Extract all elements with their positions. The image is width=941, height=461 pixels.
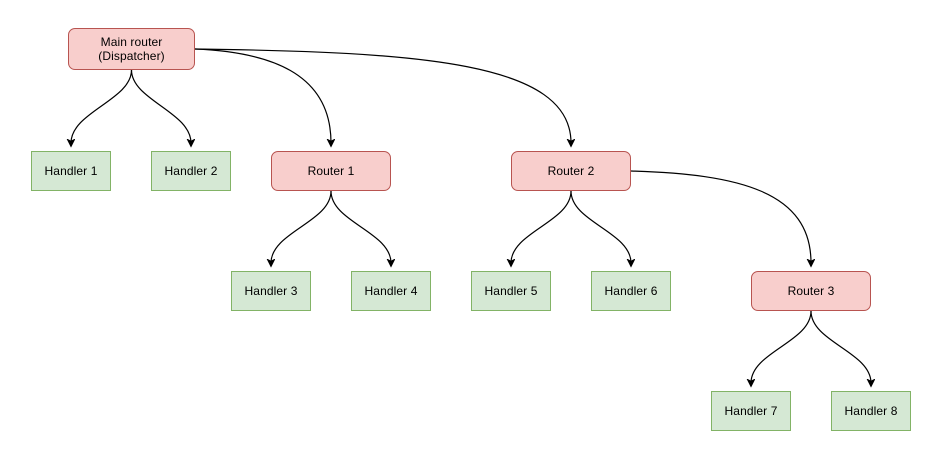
- node-router-3[interactable]: Router 3: [751, 271, 871, 311]
- node-label-handler-3: Handler 3: [244, 284, 298, 298]
- edge-main-to-handler-2: [130, 69, 192, 143]
- edges-group: [71, 48, 871, 383]
- node-label-router-1: Router 1: [307, 164, 355, 178]
- edge-router-2-to-handler-6: [570, 190, 631, 263]
- node-label-handler-5: Handler 5: [484, 284, 538, 298]
- node-handler-3[interactable]: Handler 3: [231, 271, 311, 311]
- node-label-handler-8: Handler 8: [844, 404, 898, 418]
- node-handler-5[interactable]: Handler 5: [471, 271, 551, 311]
- edge-router-3-to-handler-7: [751, 310, 812, 383]
- node-label-handler-7: Handler 7: [724, 404, 778, 418]
- edge-router-3-to-handler-8: [810, 310, 871, 383]
- node-label-handler-4: Handler 4: [364, 284, 418, 298]
- node-main-router[interactable]: Main router (Dispatcher): [68, 28, 195, 70]
- node-handler-2[interactable]: Handler 2: [151, 151, 231, 191]
- node-label-main-router: Main router (Dispatcher): [98, 35, 165, 63]
- edge-main-to-handler-1: [71, 69, 133, 143]
- node-label-handler-6: Handler 6: [604, 284, 658, 298]
- node-label-router-2: Router 2: [547, 164, 595, 178]
- node-handler-8[interactable]: Handler 8: [831, 391, 911, 431]
- edge-router-2-to-handler-5: [511, 190, 572, 263]
- node-handler-7[interactable]: Handler 7: [711, 391, 791, 431]
- node-label-handler-1: Handler 1: [44, 164, 98, 178]
- node-handler-6[interactable]: Handler 6: [591, 271, 671, 311]
- node-router-1[interactable]: Router 1: [271, 151, 391, 191]
- node-label-handler-2: Handler 2: [164, 164, 218, 178]
- edge-main-to-router-2: [194, 48, 571, 143]
- node-label-router-3: Router 3: [787, 284, 835, 298]
- node-router-2[interactable]: Router 2: [511, 151, 631, 191]
- edge-router-1-to-handler-4: [330, 190, 391, 263]
- edge-router-1-to-handler-3: [271, 190, 332, 263]
- edge-main-to-router-1: [194, 48, 331, 143]
- node-handler-4[interactable]: Handler 4: [351, 271, 431, 311]
- edge-router-2-to-router-3: [630, 170, 811, 263]
- node-handler-1[interactable]: Handler 1: [31, 151, 111, 191]
